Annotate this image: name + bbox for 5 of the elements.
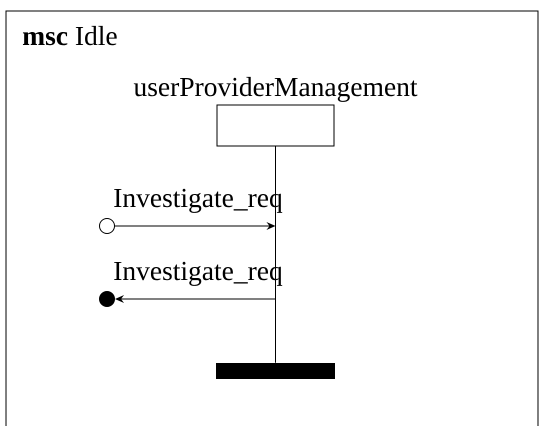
- instance-box: userProviderManagement: [134, 76, 418, 146]
- lifeline: [275, 146, 276, 364]
- open-circle: [99, 218, 115, 234]
- node-label: userProviderManagement: [134, 76, 418, 102]
- end-bar: [216, 363, 335, 379]
